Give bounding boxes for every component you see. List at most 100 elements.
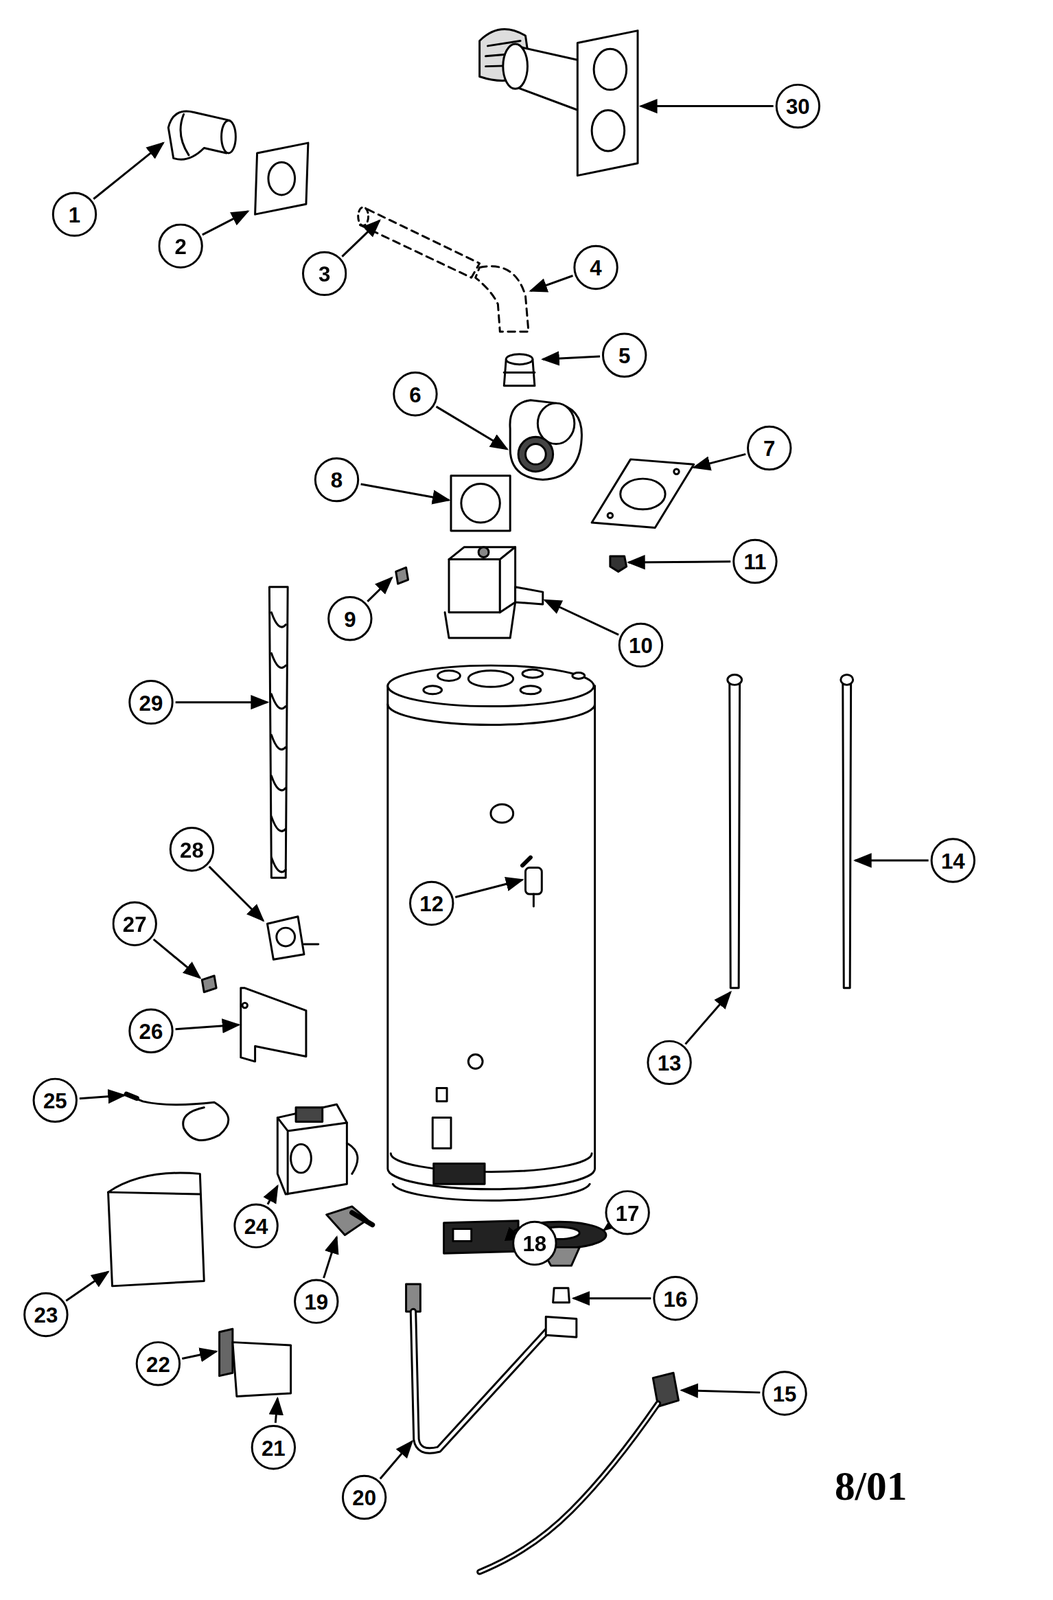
part-drawing [268,162,296,195]
callout-number: 11 [743,550,767,572]
part-drawing [674,468,679,474]
callout-circle: 14 [930,837,976,883]
part-drawing [444,1220,519,1254]
part-drawing [291,1143,312,1173]
callout-circle: 29 [128,679,173,725]
part-drawing [448,559,500,613]
callout-number: 30 [785,95,810,117]
part-drawing [240,987,307,1062]
part-drawing [271,612,286,872]
callout-number: 9 [343,607,356,629]
callout-circle: 1 [52,191,97,237]
part-drawing [352,1212,373,1225]
part-drawing [727,674,743,686]
callout-circle: 30 [775,83,821,129]
callout-number: 14 [941,849,966,871]
callout-circle: 28 [169,826,215,872]
part-drawing [461,483,500,523]
leader-arrow [367,577,392,602]
leader-arrow [79,1094,125,1099]
leader-arrow [545,599,619,635]
part-drawing [545,1315,577,1337]
callout-number: 8 [330,468,343,491]
callout-circle: 18 [512,1220,557,1266]
part-drawing [453,1228,472,1242]
callout-number: 28 [179,838,204,860]
leader-arrow [153,939,201,978]
part-drawing [390,1153,592,1172]
part-drawing [108,28,854,1572]
part-drawing [242,1002,248,1008]
callout-number: 7 [763,437,775,459]
leader-arrow [324,1236,338,1279]
part-drawing [591,459,694,528]
part-drawing [479,1403,659,1572]
leader-arrow [530,275,574,292]
part-drawing [479,1403,659,1572]
part-drawing [522,669,543,678]
date-code: 8/01 [834,1461,908,1510]
part-drawing [450,475,511,531]
part-drawing [413,1311,552,1451]
part-drawing [295,1107,323,1122]
part-drawing [842,681,852,988]
part-drawing [610,556,627,572]
callout-circle: 13 [646,1039,692,1085]
part-drawing [478,547,489,558]
callout-number: 17 [615,1201,640,1223]
callout-number: 29 [139,691,164,713]
part-drawing [255,142,309,215]
leader-arrow [640,105,773,108]
callout-number: 23 [34,1303,59,1325]
part-drawing [525,866,542,894]
callout-circle: 22 [135,1340,181,1386]
callout-number: 20 [352,1486,377,1508]
leader-arrow [209,866,264,921]
leader-arrow [436,406,508,449]
part-drawing [180,113,189,155]
part-drawing [503,43,528,89]
part-drawing [387,704,596,725]
part-drawing [132,1096,229,1141]
part-drawing [358,207,369,226]
part-drawing [304,942,319,945]
part-drawing [276,927,296,946]
callout-number: 10 [628,634,653,656]
callout-number: 13 [657,1051,682,1073]
callout-circle: 10 [618,622,664,668]
part-drawing [490,803,514,823]
part-drawing [108,1191,201,1194]
part-drawing [525,444,546,465]
callout-number: 27 [122,912,147,935]
callout-circle: 21 [251,1424,296,1469]
leader-arrow [685,991,731,1045]
part-drawing [515,586,543,605]
part-drawing [392,1183,590,1200]
part-drawing [505,354,533,365]
part-drawing [221,120,237,154]
callout-number: 22 [146,1352,171,1374]
part-drawing [572,672,585,679]
part-drawing [277,1103,347,1194]
leader-arrow [681,1389,760,1392]
part-drawing [201,975,217,992]
part-drawing [423,685,443,694]
part-drawing [108,1172,205,1286]
part-drawing [499,547,515,613]
part-drawing [126,1093,137,1098]
callout-circle: 5 [602,332,647,378]
part-drawing [219,1328,233,1375]
callout-number: 15 [772,1381,797,1404]
callout-circle: 19 [293,1278,339,1323]
part-drawing [444,602,516,638]
leader-arrow [275,1397,278,1423]
part-drawing [553,1287,570,1303]
leader-arrow [573,1296,651,1299]
part-drawing [168,111,230,160]
callout-circle: 24 [233,1202,279,1248]
callout-number: 25 [43,1089,68,1111]
leader-arrow [361,483,449,500]
leader-group [65,106,929,1479]
callout-number: 18 [523,1232,548,1254]
